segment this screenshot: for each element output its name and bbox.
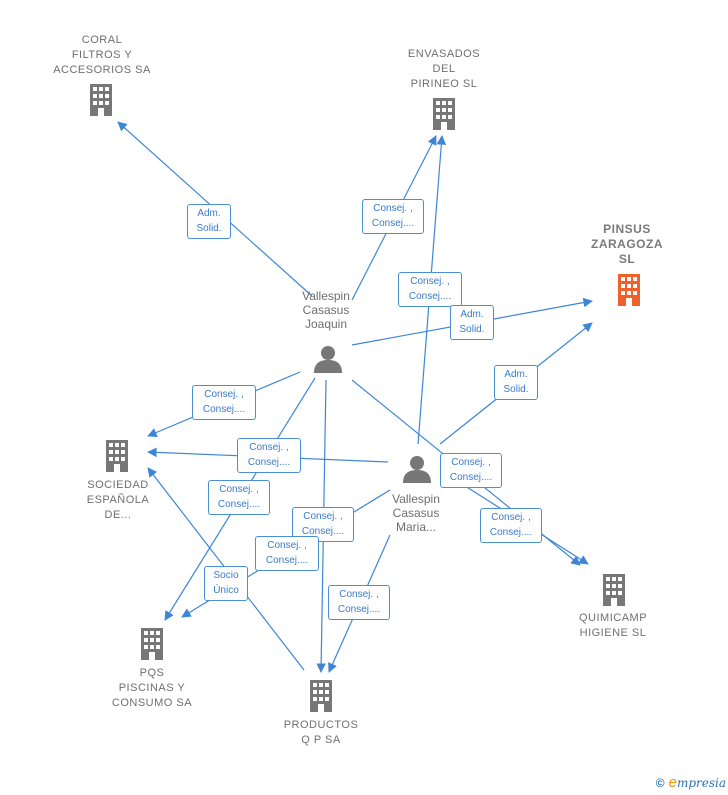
node-label-productos[interactable]: PRODUCTOS Q P SA xyxy=(283,719,359,746)
node-label-coral[interactable]: CORAL FILTROS Y ACCESORIOS SA xyxy=(53,34,151,76)
brand-name: mpresia xyxy=(676,776,726,790)
node-label-sociedad[interactable]: SOCIEDAD ESPAÑOLA DE... xyxy=(86,479,150,521)
sociedad-building-icon xyxy=(106,440,128,472)
edge-label-joaquin-quimicamp: Consej. , Consej.... xyxy=(440,453,502,488)
edge-label-joaquin-pqs: Consej. , Consej.... xyxy=(208,480,270,515)
joaquin-person-icon xyxy=(314,346,342,373)
footer-brand[interactable]: ©empresia xyxy=(656,774,726,791)
pqs-building-icon xyxy=(141,628,163,660)
coral-building-icon xyxy=(90,84,112,116)
edge-label-productos-sociedad: Socio Único xyxy=(204,566,248,601)
copyright-symbol: © xyxy=(655,776,665,790)
edge-label-maria-envasados: Consej. , Consej.... xyxy=(398,272,462,307)
edge-label-maria-pqs: Consej. , Consej.... xyxy=(255,536,319,571)
edge-label-joaquin-pinsus: Adm. Solid. xyxy=(450,305,494,340)
edge-label-joaquin-coral: Adm. Solid. xyxy=(187,204,231,239)
node-label-pinsus[interactable]: PINSUS ZARAGOZA SL xyxy=(591,222,663,266)
person-label-joaquin[interactable]: Vallespin Casasus Joaquin xyxy=(302,289,350,331)
edge-label-joaquin-envasados: Consej. , Consej.... xyxy=(362,199,424,234)
edge-label-maria-productos: Consej. , Consej.... xyxy=(328,585,390,620)
node-label-quimicamp[interactable]: QUIMICAMP HIGIENE SL xyxy=(578,612,648,639)
pinsus-building-icon xyxy=(618,274,640,306)
node-label-pqs[interactable]: PQS PISCINAS Y CONSUMO SA xyxy=(111,667,193,709)
person-label-maria[interactable]: Vallespin Casasus Maria... xyxy=(392,492,440,534)
maria-person-icon xyxy=(403,456,431,483)
node-label-envasados[interactable]: ENVASADOS DEL PIRINEO SL xyxy=(407,48,481,90)
edge-label-maria-pinsus: Adm. Solid. xyxy=(494,365,538,400)
productos-building-icon xyxy=(310,680,332,712)
quimicamp-building-icon xyxy=(603,574,625,606)
edge-label-maria-quimicamp: Consej. , Consej.... xyxy=(480,508,542,543)
brand-logo-letter: e xyxy=(668,774,677,791)
edge-label-joaquin-sociedad: Consej. , Consej.... xyxy=(192,385,256,420)
envasados-building-icon xyxy=(433,98,455,130)
edge-label-maria-sociedad: Consej. , Consej.... xyxy=(237,438,301,473)
